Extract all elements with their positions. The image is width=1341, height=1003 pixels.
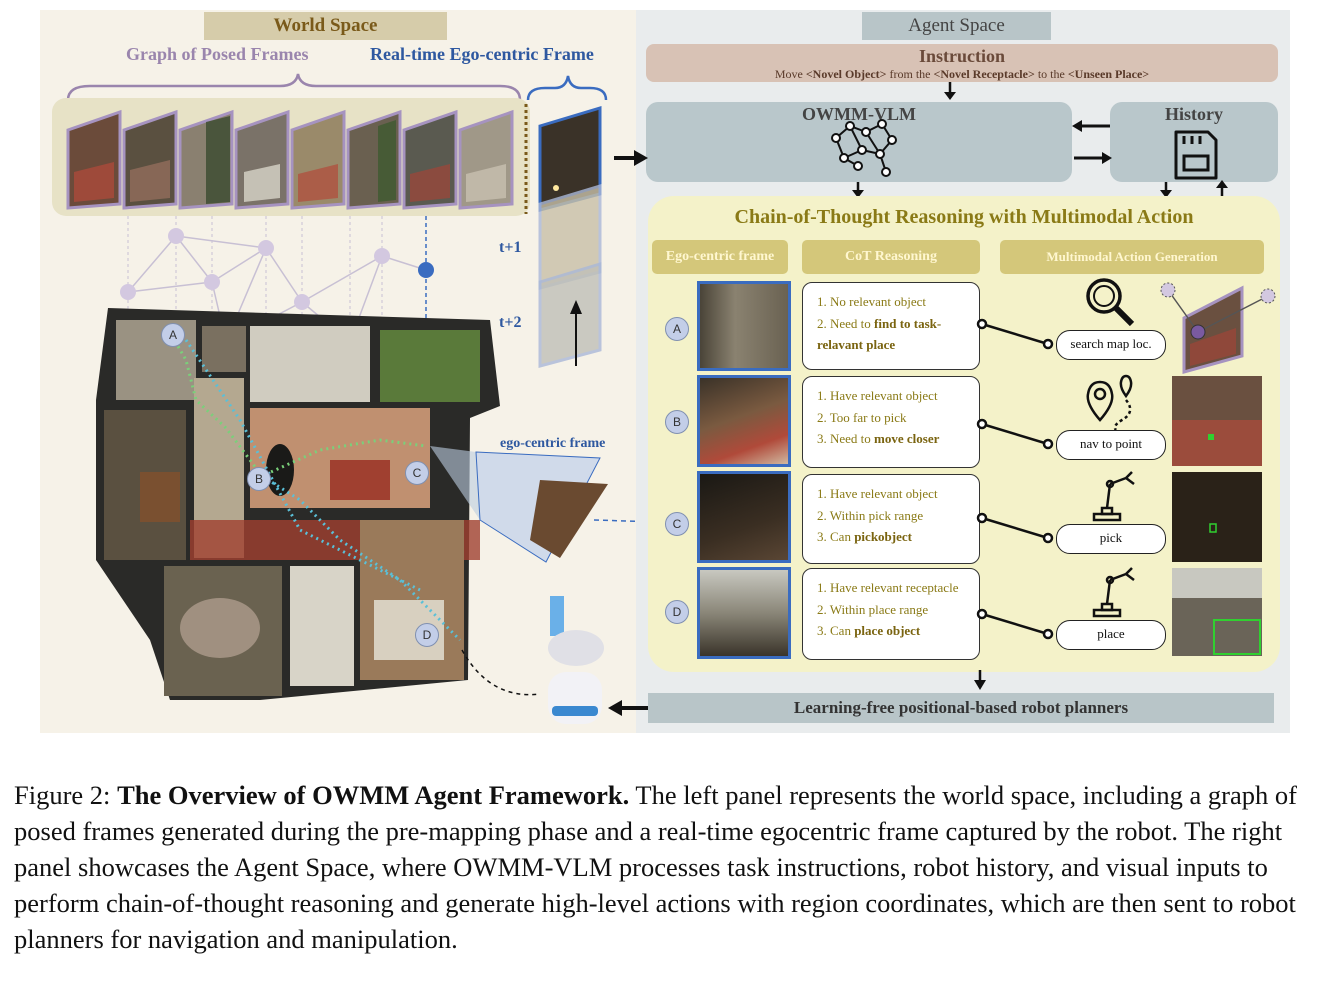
instruction-text: Move <Novel Object> from the <Novel Rece…: [646, 68, 1278, 81]
row-marker-c: C: [665, 512, 689, 536]
row-marker-a: A: [665, 317, 689, 341]
ego-frustum: [430, 446, 480, 520]
instruction-box: Instruction Move <Novel Object> from the…: [646, 44, 1278, 82]
pick-result-thumb: [1172, 472, 1262, 562]
reason-line: 1. Have relevant object: [817, 486, 938, 501]
figure-caption: Figure 2: The Overview of OWMM Agent Fra…: [14, 777, 1334, 957]
sd-card-icon: [1174, 130, 1218, 180]
reasoning-box-d: 1. Have relevant receptacle 2. Within pl…: [802, 568, 980, 660]
ego-to-c-link: [593, 519, 640, 523]
reason-line: 2. Need to find to task-: [817, 313, 979, 335]
robot-figure: [548, 596, 604, 724]
location-pin-icon: [1086, 374, 1133, 431]
cot-title: Chain-of-Thought Reasoning with Multimod…: [734, 206, 1194, 228]
owmm-vlm-title: OWMM-VLM: [802, 104, 916, 124]
brain-icon: [831, 119, 897, 177]
row-marker-b: B: [665, 410, 689, 434]
t1-label: t+1: [499, 239, 522, 256]
instr-object: <Novel Object>: [805, 67, 887, 81]
magnifier-icon: [1086, 278, 1135, 327]
action-graphics: [976, 278, 1276, 656]
reasoning-box-b: 1. Have relevant object 2. Too far to pi…: [802, 376, 980, 468]
realtime-brace: [526, 75, 608, 101]
t2-label: t+2: [499, 314, 522, 331]
world-marker-c: C: [405, 461, 429, 485]
graph-brace: [66, 73, 522, 101]
robot-arm-icon: [1092, 471, 1135, 522]
header-cot-reasoning: CoT Reasoning: [802, 240, 980, 274]
ego-frame-thumb-a: [697, 281, 791, 371]
reason-text: 2. Need to: [817, 315, 875, 331]
instr-part: Move: [774, 67, 806, 81]
ego-frame-thumb-b: [697, 375, 791, 467]
reason-line: 3. Can place object: [817, 620, 979, 642]
realtime-frames: [538, 105, 602, 368]
reason-emphasis: place object: [854, 623, 921, 638]
reason-text: 3. Need to: [817, 431, 875, 446]
robot-planner-box: Learning-free positional-based robot pla…: [648, 693, 1274, 723]
action-pick: pick: [1056, 524, 1166, 554]
instr-part: from the: [886, 67, 934, 81]
caption-title: The Overview of OWMM Agent Framework.: [117, 780, 630, 810]
current-node: [418, 262, 434, 278]
floor-plan: [96, 308, 500, 700]
agent-top-graphics: [831, 82, 1228, 198]
robot-path-2: [261, 474, 462, 642]
caption-body: The left panel represents the world spac…: [14, 780, 1297, 954]
reason-line: 1. Have relevant object: [817, 388, 938, 403]
reason-line: relavant place: [817, 334, 979, 356]
reason-text: 3. Can: [817, 623, 855, 638]
reason-text: 3. Can: [817, 529, 855, 544]
action-nav-to-point: nav to point: [1056, 430, 1166, 460]
reason-line: 2. Within pick range: [817, 507, 924, 523]
posed-frames: [66, 109, 514, 210]
map-location-thumb: [1160, 282, 1276, 374]
action-search-map-loc: search map loc.: [1056, 330, 1166, 360]
world-marker-b: B: [247, 467, 271, 491]
planner-to-robot-arrow: [608, 700, 648, 716]
world-marker-d: D: [415, 623, 439, 647]
history-title: History: [1165, 104, 1223, 124]
reasoning-box-c: 1. Have relevant object 2. Within pick r…: [802, 474, 980, 564]
action-place: place: [1056, 620, 1166, 650]
cot-to-planner-arrow: [974, 670, 986, 690]
world-to-agent-arrow: [614, 150, 648, 166]
reason-line: 3. Need to move closer: [817, 428, 979, 450]
agent-space-label: Agent Space: [862, 12, 1051, 40]
reason-emphasis: relavant place: [817, 337, 896, 352]
reason-line: 2. Within place range: [817, 601, 929, 617]
reason-emphasis: pickobject: [854, 529, 912, 544]
caption-prefix: Figure 2:: [14, 780, 118, 810]
header-ego-frame: Ego-centric frame: [652, 240, 788, 274]
ego-frame-thumb-c: [697, 471, 791, 563]
ego-centric-frame-label: ego-centric frame: [500, 436, 606, 451]
reason-line: 1. No relevant object: [817, 294, 927, 309]
graph-of-posed-frames-label: Graph of Posed Frames: [126, 44, 309, 64]
instr-part: to the: [1034, 67, 1068, 81]
ego-frame-thumb-d: [697, 567, 791, 659]
reason-emphasis: find to task-: [874, 315, 942, 331]
realtime-ego-frame-label: Real-time Ego-centric Frame: [370, 44, 594, 64]
instruction-title: Instruction: [918, 46, 1005, 66]
robot-arm-icon: [1092, 567, 1135, 618]
reasoning-box-a: 1. No relevant object 2. Need to find to…: [802, 282, 980, 370]
robot-dashed-arrow: [461, 649, 541, 696]
instr-place: <Unseen Place>: [1067, 67, 1150, 81]
row-marker-d: D: [665, 600, 689, 624]
reason-emphasis: move closer: [874, 431, 940, 446]
header-action-generation: Multimodal Action Generation: [1000, 240, 1264, 274]
instr-receptacle: <Novel Receptacle>: [933, 67, 1035, 81]
reason-line: 1. Have relevant receptacle: [817, 580, 959, 595]
reason-line: 2. Too far to pick: [817, 409, 907, 425]
ego-frustum-image: [530, 480, 608, 558]
world-marker-a: A: [161, 323, 185, 347]
reason-line: 3. Can pickobject: [817, 526, 979, 548]
world-space-label: World Space: [204, 12, 447, 40]
world-space-graphics: [52, 73, 640, 724]
history-box: History: [1110, 102, 1278, 182]
